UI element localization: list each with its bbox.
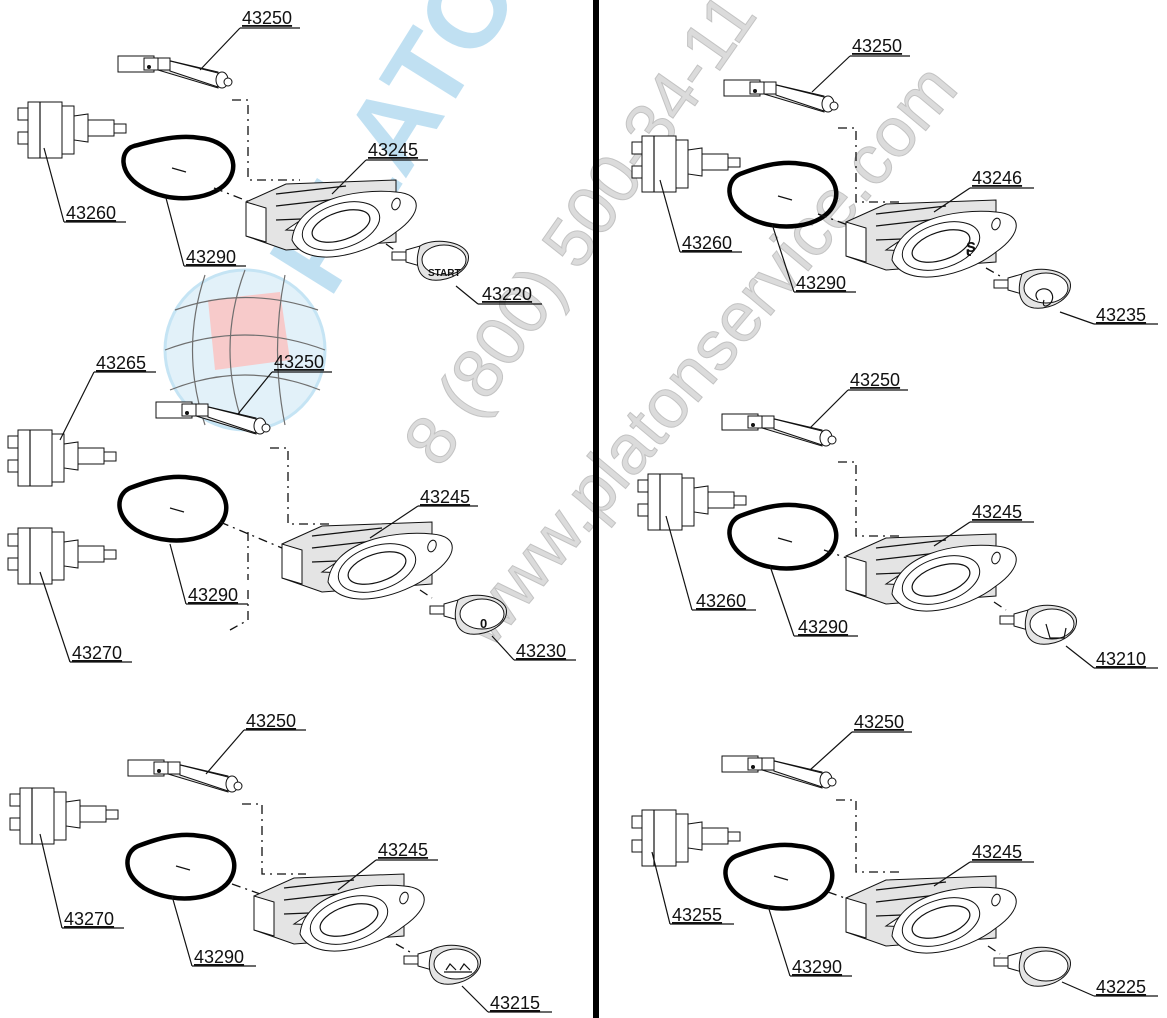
label-housing: 43245 — [972, 842, 1022, 862]
label-ring: 43290 — [194, 947, 244, 967]
rod-part — [127, 759, 243, 793]
label-ring: 43290 — [186, 247, 236, 267]
switch-part — [631, 809, 741, 867]
panel-4: 43250 43260 43290 43245 43210 — [637, 370, 1158, 669]
knob-part — [999, 604, 1078, 645]
label-rod: 43250 — [854, 712, 904, 732]
seat-heat-symbol: ʂ — [966, 236, 976, 256]
label-switch-alt: 43270 — [72, 643, 122, 663]
knob-mark-zero: 0 — [480, 616, 487, 631]
panel-3: 0 43250 43265 43290 43245 43270 43230 — [7, 352, 576, 663]
label-knob: 43235 — [1096, 305, 1146, 325]
switch-part — [17, 101, 127, 159]
switch-part — [7, 429, 117, 487]
knob-symbol — [444, 963, 472, 973]
label-switch: 43265 — [96, 353, 146, 373]
label-switch: 43260 — [66, 203, 116, 223]
switch-part — [9, 787, 119, 845]
label-knob: 43225 — [1096, 977, 1146, 997]
seat-heat-icon — [1035, 288, 1054, 307]
label-switch: 43260 — [696, 591, 746, 611]
ring-part — [121, 134, 236, 201]
switch-part — [631, 135, 741, 193]
housing-part — [253, 873, 425, 954]
label-rod: 43250 — [242, 8, 292, 28]
label-housing: 43245 — [420, 487, 470, 507]
label-housing: 43245 — [972, 502, 1022, 522]
knob-part — [993, 268, 1072, 309]
ring-part — [117, 474, 229, 543]
rod-part — [723, 79, 839, 113]
housing-part — [845, 875, 1017, 956]
label-knob: 43210 — [1096, 649, 1146, 669]
panel-2: ʂ 43250 43260 43290 43246 43235 — [631, 36, 1158, 325]
seat-icon — [1045, 623, 1067, 639]
housing-part — [845, 199, 1017, 280]
label-switch: 43270 — [64, 909, 114, 929]
housing-part — [281, 521, 453, 602]
label-rod: 43250 — [246, 711, 296, 731]
knob-part — [429, 594, 508, 635]
ring-part — [125, 832, 237, 901]
knob-part — [403, 944, 482, 985]
switch-part-alt — [7, 527, 117, 585]
label-switch: 43260 — [682, 233, 732, 253]
knob-mark-start: START — [428, 268, 461, 279]
housing-part — [845, 533, 1017, 614]
label-ring: 43290 — [798, 617, 848, 637]
panel-6: 43250 43255 43290 43245 43225 — [631, 712, 1158, 997]
label-switch: 43255 — [672, 905, 722, 925]
knob-part — [993, 946, 1072, 987]
label-rod: 43250 — [274, 352, 324, 372]
ring-part — [723, 842, 835, 911]
label-rod: 43250 — [852, 36, 902, 56]
label-ring: 43290 — [188, 585, 238, 605]
panel-5: 43250 43270 43290 43245 43215 — [9, 711, 552, 1013]
panel-1: START 43250 43260 43290 43245 43220 — [17, 8, 542, 305]
ring-part — [727, 502, 839, 571]
label-housing: 43245 — [368, 140, 418, 160]
rod-part — [721, 755, 837, 789]
label-housing: 43246 — [972, 168, 1022, 188]
ring-part — [727, 160, 839, 229]
label-housing: 43245 — [378, 840, 428, 860]
label-knob: 43220 — [482, 284, 532, 304]
label-ring: 43290 — [796, 273, 846, 293]
label-rod: 43250 — [850, 370, 900, 390]
rod-part — [117, 55, 233, 89]
label-knob: 43230 — [516, 641, 566, 661]
label-knob: 43215 — [490, 993, 540, 1013]
switch-part — [637, 473, 747, 531]
globe-logo — [163, 268, 327, 432]
label-ring: 43290 — [792, 957, 842, 977]
